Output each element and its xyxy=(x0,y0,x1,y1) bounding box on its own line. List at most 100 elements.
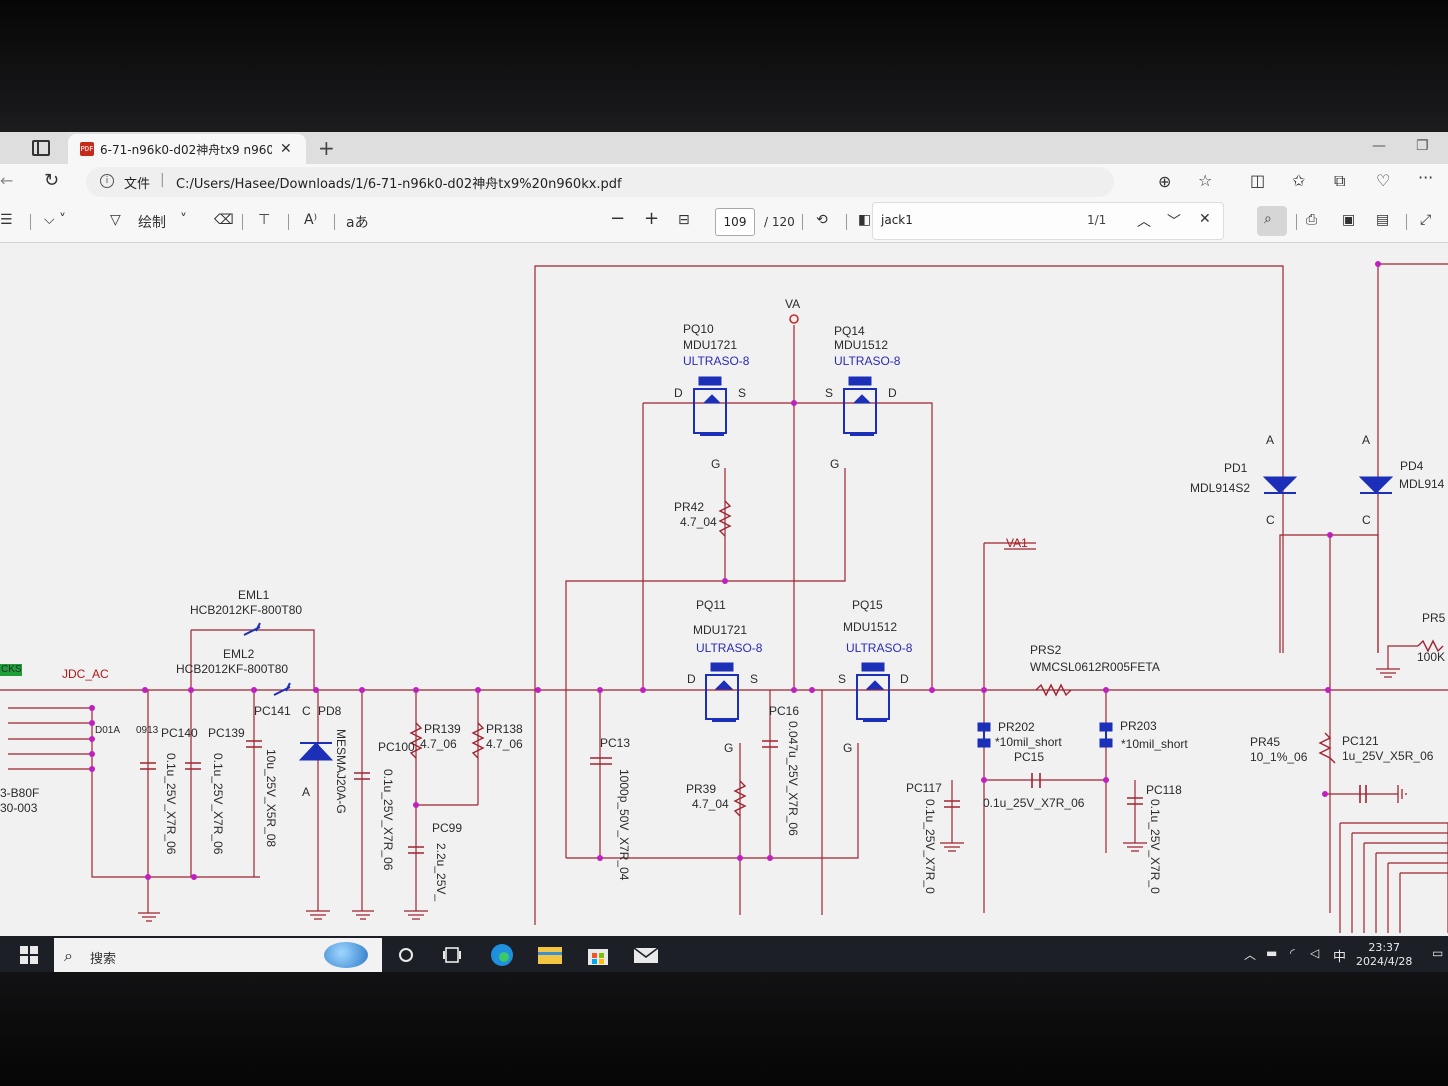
taskbar-search[interactable]: ⌕ 搜索 xyxy=(54,938,382,972)
page-number-input[interactable]: 109 xyxy=(715,208,755,236)
info-icon[interactable]: i xyxy=(100,174,114,188)
notification-icon[interactable]: ▭ xyxy=(1432,946,1444,960)
find-previous-icon[interactable]: ︿ xyxy=(1137,214,1151,230)
pin-label: A xyxy=(302,785,311,799)
collections-icon[interactable]: ⧉ xyxy=(1334,171,1346,190)
pr42-val: 4.7_04 xyxy=(680,515,717,529)
tab-title: 6-71-n96k0-d02神舟tx9 n960kx.p xyxy=(100,142,272,157)
pc139-val: 0.1u_25V_X7R_06 xyxy=(211,753,225,855)
pr139-val: 4.7_06 xyxy=(420,737,457,751)
pr138-ref: PR138 xyxy=(486,722,523,736)
translate-label[interactable]: aあ xyxy=(346,215,369,231)
ime-indicator[interactable]: 中 xyxy=(1333,950,1347,965)
eml2-ref: EML2 xyxy=(223,647,255,661)
wifi-icon[interactable]: ◜ xyxy=(1290,946,1295,960)
taskbar: ⌕ 搜索 ︿ ▬ ◜ ◁ 中 23:37 2024/4/28 ▭ xyxy=(0,936,1448,972)
pc13-ref: PC13 xyxy=(600,736,631,750)
net-va: VA xyxy=(785,297,801,311)
store-icon[interactable] xyxy=(584,942,612,968)
new-tab-icon[interactable]: + xyxy=(318,136,335,160)
net-va1: VA1 xyxy=(1006,536,1028,550)
eml2-part: HCB2012KF-800T80 xyxy=(176,662,289,676)
pc117-val: 0.1u_25V_X7R_0 xyxy=(923,799,937,894)
pin-label: G xyxy=(711,457,721,471)
favorite-star-icon[interactable]: ☆ xyxy=(1198,171,1213,190)
capacitors xyxy=(140,740,1367,854)
search-button[interactable]: ⌕ xyxy=(1257,206,1287,236)
tab-actions-icon[interactable] xyxy=(32,140,50,156)
schematic-drawing xyxy=(0,261,1448,933)
find-input[interactable]: jack1 xyxy=(881,213,913,227)
pd4-part: MDL914 xyxy=(1399,477,1445,491)
mail-icon[interactable] xyxy=(632,942,660,968)
zoom-in-icon[interactable]: + xyxy=(644,208,660,229)
highlight-icon[interactable]: ⌵ ˅ xyxy=(44,212,67,228)
read-aloud-icon-2[interactable]: A⁾ xyxy=(304,212,318,228)
zoom-icon[interactable]: ⊕ xyxy=(1158,172,1172,191)
close-find-icon[interactable]: ✕ xyxy=(1199,211,1211,227)
browser-tab[interactable]: PDF 6-71-n96k0-d02神舟tx9 n960kx.p ✕ xyxy=(68,134,306,164)
pd1-ref: PD1 xyxy=(1224,461,1248,475)
maximize-icon[interactable]: ❐ xyxy=(1416,138,1429,154)
pc99-val: 2.2u_25V_ xyxy=(434,843,448,902)
pc15-val: 0.1u_25V_X7R_06 xyxy=(983,796,1085,810)
pin-label: A xyxy=(1266,433,1275,447)
file-explorer-icon[interactable] xyxy=(536,942,564,968)
pin-label: D xyxy=(687,672,696,686)
draw-dropdown-icon[interactable]: ˅ xyxy=(180,212,187,228)
draw-label[interactable]: 绘制 xyxy=(138,215,166,231)
address-row: ← ↻ i 文件 | C:/Users/Hasee/Downloads/1/6-… xyxy=(0,164,1448,228)
page-total: / 120 xyxy=(764,215,795,229)
address-bar[interactable]: i 文件 | C:/Users/Hasee/Downloads/1/6-71-n… xyxy=(86,167,1114,197)
battery-icon[interactable]: ▬ xyxy=(1266,946,1278,960)
rotate-icon[interactable]: ⟲ xyxy=(816,212,828,228)
task-view-icon[interactable] xyxy=(440,942,468,968)
diodes xyxy=(243,476,1394,761)
cortana-icon[interactable] xyxy=(394,942,422,968)
pc118-ref: PC118 xyxy=(1146,783,1182,797)
eml1-part: HCB2012KF-800T80 xyxy=(190,603,303,617)
system-clock[interactable]: 23:37 2024/4/28 xyxy=(1356,941,1412,969)
pq11-pkg: ULTRASO-8 xyxy=(696,641,763,655)
back-icon[interactable]: ← xyxy=(0,171,14,190)
minimize-icon[interactable]: — xyxy=(1372,138,1386,154)
favorites-icon[interactable]: ✩ xyxy=(1292,171,1306,190)
browser-essentials-icon[interactable]: ♡ xyxy=(1376,171,1391,190)
pdf-document[interactable]: CKS VA VA1 JDC_AC PQ10 MDU1721 ULTRASO-8… xyxy=(0,243,1448,936)
volume-icon[interactable]: ◁ xyxy=(1310,946,1320,960)
more-menu-icon[interactable]: ··· xyxy=(1418,168,1434,187)
eraser-icon[interactable]: ⌫ xyxy=(214,212,234,228)
find-next-icon[interactable]: ﹀ xyxy=(1167,214,1181,230)
pin-label: C xyxy=(1266,513,1275,527)
split-screen-icon[interactable]: ◫ xyxy=(1250,171,1266,190)
draw-icon[interactable]: ▽ xyxy=(110,212,121,228)
mosfets xyxy=(693,376,890,722)
refresh-icon[interactable]: ↻ xyxy=(44,170,60,191)
fit-page-icon[interactable]: ⊟ xyxy=(678,212,690,228)
page-view-icon[interactable]: ◧ xyxy=(858,212,872,228)
pin-label: D xyxy=(674,386,683,400)
pin-label: C xyxy=(1362,513,1371,527)
windows-start-icon[interactable] xyxy=(20,946,38,964)
edge-icon[interactable] xyxy=(488,942,516,968)
save-icon[interactable]: ▣ xyxy=(1342,212,1356,228)
connector-part-number: 30-003 xyxy=(0,801,38,815)
pr202-val: *10mil_short xyxy=(995,735,1062,749)
fullscreen-icon[interactable]: ⤢ xyxy=(1420,212,1432,228)
print-icon[interactable]: ⎙ xyxy=(1306,212,1318,228)
connector-pin-label: 0913 xyxy=(136,725,159,736)
pin-label: S xyxy=(738,386,747,400)
contents-icon[interactable]: ☰ xyxy=(0,212,13,228)
close-tab-icon[interactable]: ✕ xyxy=(280,141,292,157)
pq15-part: MDU1512 xyxy=(843,620,898,634)
taskbar-search-label: 搜索 xyxy=(90,952,117,967)
pq14-ref: PQ14 xyxy=(834,324,865,338)
clock-time: 23:37 xyxy=(1368,941,1401,954)
zoom-out-icon[interactable]: − xyxy=(610,208,626,229)
pr138-val: 4.7_06 xyxy=(486,737,523,751)
pr42-ref: PR42 xyxy=(674,500,705,514)
save-as-icon[interactable]: ▤ xyxy=(1376,212,1390,228)
tray-overflow-icon[interactable]: ︿ xyxy=(1244,948,1257,962)
text-box-icon[interactable]: ⊤ xyxy=(258,212,271,228)
url-text[interactable]: C:/Users/Hasee/Downloads/1/6-71-n96k0-d0… xyxy=(176,177,622,192)
